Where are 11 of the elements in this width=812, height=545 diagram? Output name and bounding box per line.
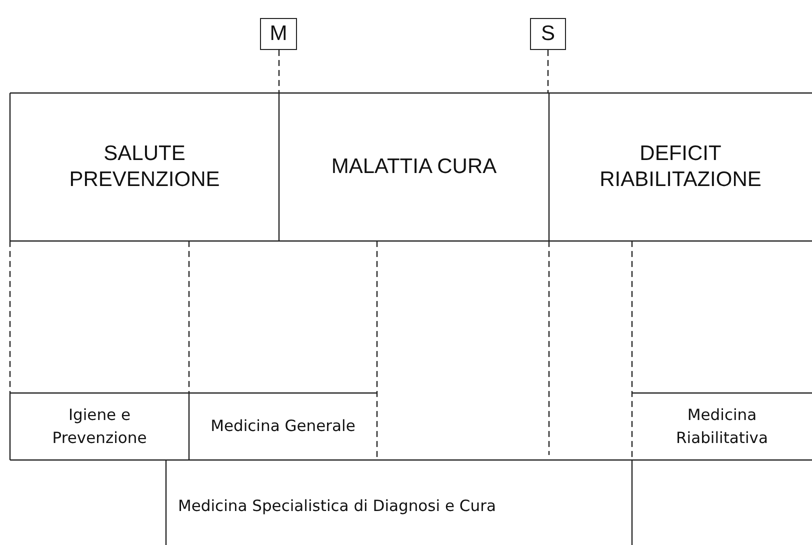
service-label: Medicina Riabilitativa bbox=[675, 404, 769, 448]
marker-letter: M bbox=[270, 21, 288, 47]
service-label: Medicina Generale bbox=[210, 416, 356, 437]
service-label: Igiene e Prevenzione bbox=[51, 404, 148, 448]
leader-line bbox=[278, 50, 280, 93]
leader-line bbox=[547, 50, 549, 93]
category-label: SALUTE PREVENZIONE bbox=[68, 141, 221, 193]
category-label: DEFICIT RIABILITAZIONE bbox=[598, 141, 762, 193]
category-label: MALATTIA CURA bbox=[331, 154, 497, 180]
service-label: Medicina Specialistica di Diagnosi e Cura bbox=[178, 496, 496, 517]
marker-letter: S bbox=[540, 21, 555, 47]
